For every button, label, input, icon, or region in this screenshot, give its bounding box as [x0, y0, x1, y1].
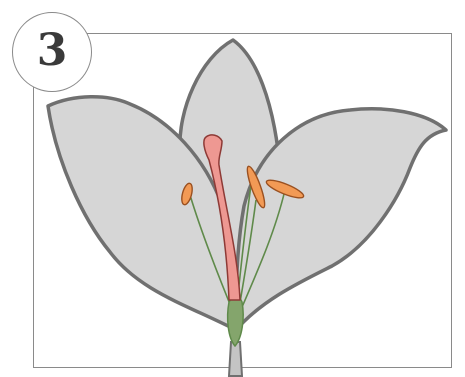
step-number-badge: 3	[12, 12, 92, 92]
stem	[229, 342, 242, 376]
ovary	[228, 298, 244, 347]
step-number: 3	[37, 29, 68, 73]
